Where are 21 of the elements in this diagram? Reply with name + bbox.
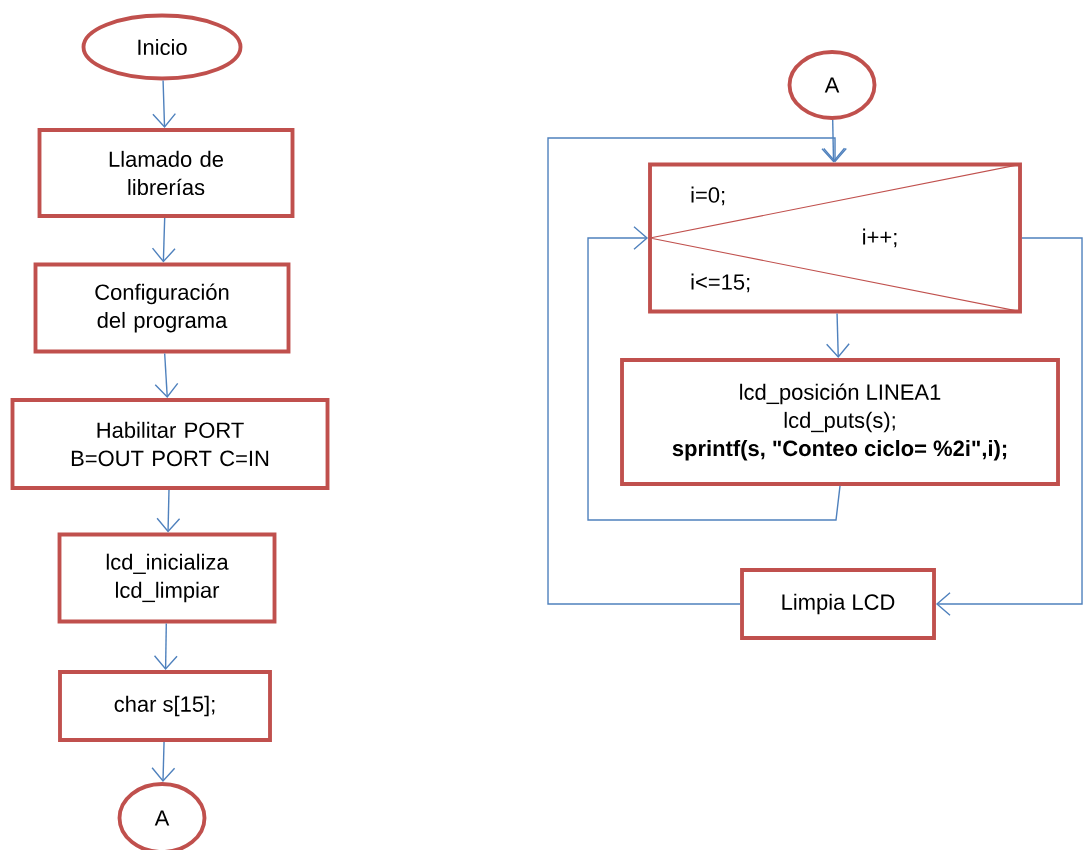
arrow bbox=[821, 119, 846, 163]
arrow bbox=[151, 741, 176, 783]
arrow bbox=[547, 137, 847, 605]
arrow bbox=[154, 352, 179, 399]
arrow bbox=[935, 237, 1083, 616]
process-box: Configuración del programa bbox=[33, 262, 291, 354]
process-box: Llamado de librerías bbox=[37, 128, 295, 218]
arrow bbox=[151, 217, 176, 263]
process-box: lcd_inicializa lcd_limpiar bbox=[57, 532, 277, 624]
arrow bbox=[156, 489, 181, 533]
arrow bbox=[153, 622, 178, 671]
terminal-oval: Inicio bbox=[81, 13, 243, 81]
terminal-oval: A bbox=[787, 50, 877, 120]
loop-box: i=0; i++; i<=15; bbox=[647, 162, 1022, 314]
arrow bbox=[825, 312, 850, 359]
arrow bbox=[152, 79, 177, 129]
process-box: Limpia LCD bbox=[740, 568, 936, 640]
process-box: Habilitar PORT B=OUT PORT C=IN bbox=[10, 398, 330, 490]
process-box: char s[15]; bbox=[58, 670, 272, 742]
process-box: lcd_posición LINEA1 lcd_puts(s); sprintf(s, "Conteo ciclo= %2i",i); bbox=[620, 358, 1060, 486]
arrow bbox=[587, 226, 841, 521]
